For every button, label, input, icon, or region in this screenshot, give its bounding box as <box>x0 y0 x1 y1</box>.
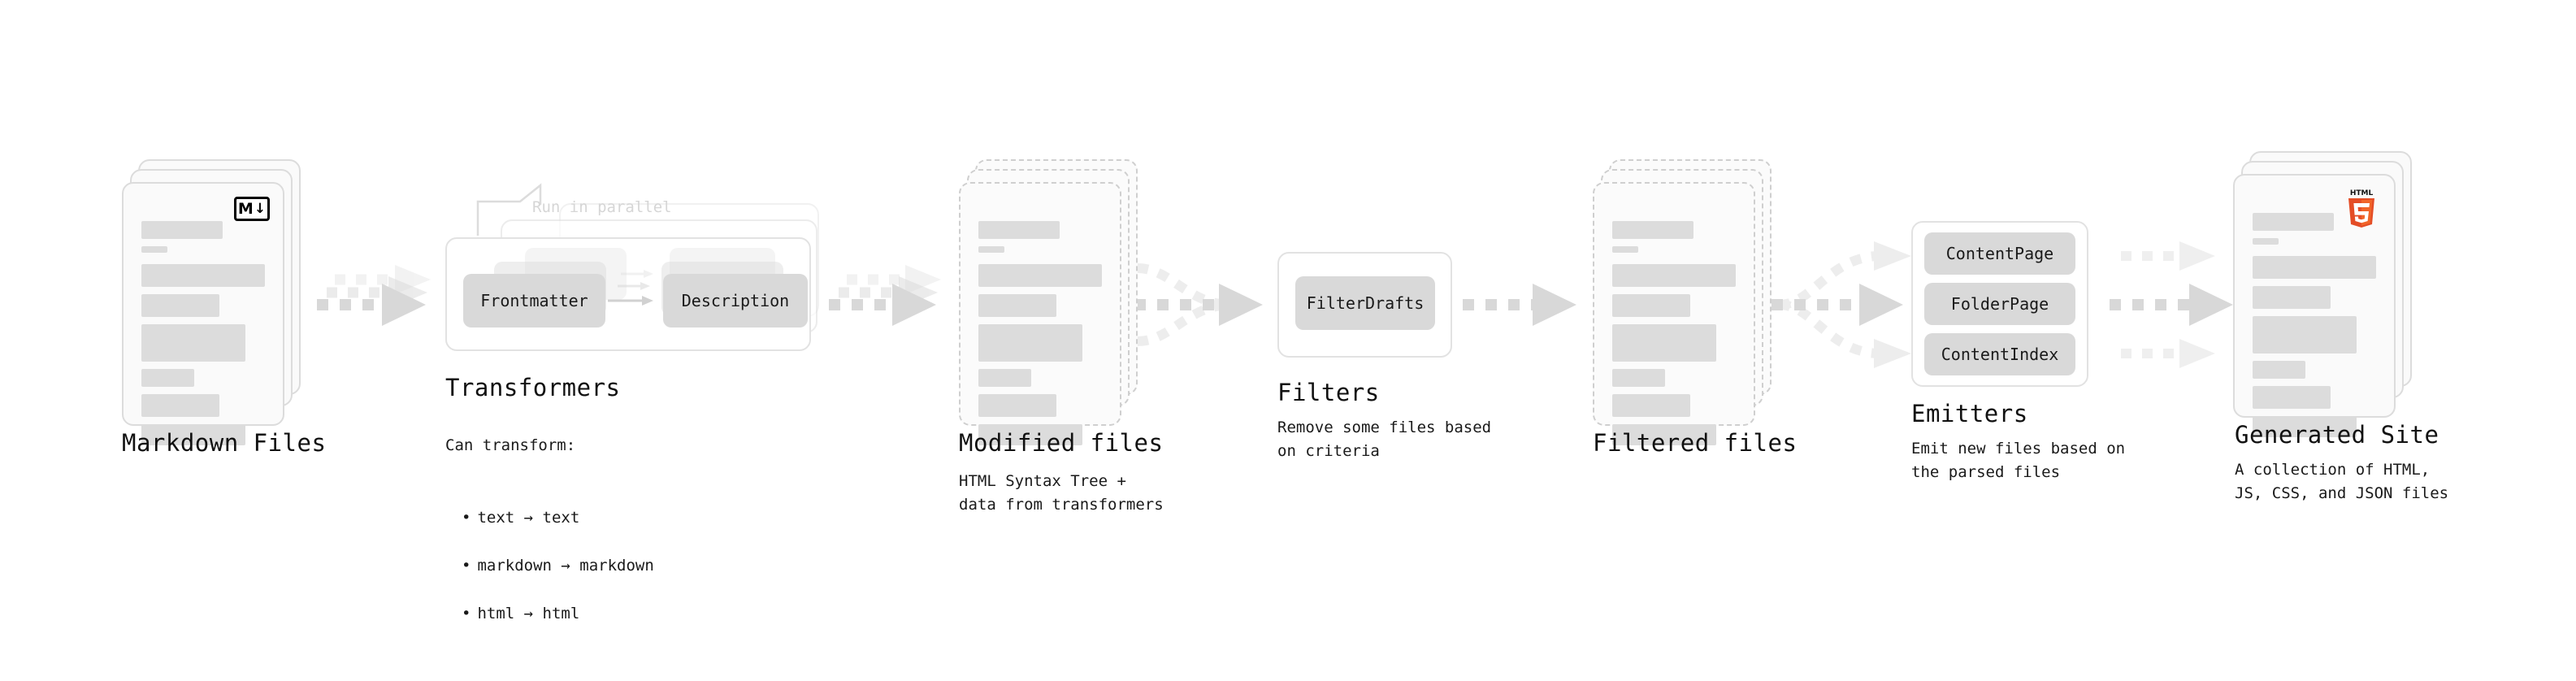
arrow-emitters-to-site <box>2110 241 2233 368</box>
transformers-description: Can transform: text → text markdown → ma… <box>445 410 654 674</box>
document-placeholder-lines <box>2253 213 2376 445</box>
transformers-capability-list: text → text markdown → markdown html → h… <box>445 482 654 649</box>
html5-icon: HTML <box>2344 187 2379 232</box>
emitter-chip-contentindex-label: ContentIndex <box>1941 345 2059 364</box>
stage-filtered-files <box>1593 159 1772 445</box>
svg-text:HTML: HTML <box>2350 189 2374 197</box>
placeholder-bar <box>978 264 1102 287</box>
stage-transformers: Frontmatter Description <box>445 203 835 366</box>
stage-markdown-files: M↓ M↓ M↓ <box>122 159 301 445</box>
markdown-icon: M↓ <box>234 197 270 221</box>
stage-emitters: ContentPage FolderPage ContentIndex <box>1911 221 2106 392</box>
arrow-filtered-to-emitters <box>1772 241 1911 368</box>
placeholder-bar <box>141 369 195 387</box>
stage-generated-site: CSS HTML <box>2233 151 2412 437</box>
filters-description: Remove some files based on criteria <box>1277 419 1492 461</box>
placeholder-bar <box>141 294 219 317</box>
placeholder-bar <box>1612 221 1694 239</box>
transformers-capability-item: text → text <box>462 506 654 530</box>
placeholder-bar <box>1612 246 1638 253</box>
placeholder-bar <box>141 424 245 445</box>
emitter-chip-folderpage-label: FolderPage <box>1950 294 2049 314</box>
modified-file-stack <box>959 159 1138 445</box>
document-placeholder-lines <box>141 221 265 453</box>
placeholder-bar <box>141 221 223 239</box>
arrow-markdown-to-transformers <box>317 265 431 326</box>
placeholder-bar <box>2253 361 2306 379</box>
filter-chip-filterdrafts[interactable]: FilterDrafts <box>1295 276 1435 330</box>
modified-files-description: HTML Syntax Tree + data from transformer… <box>959 472 1164 514</box>
placeholder-bar <box>2253 286 2331 309</box>
placeholder-bar <box>141 394 219 417</box>
transformer-inner-arrows <box>608 270 653 306</box>
markdown-file-stack: M↓ M↓ M↓ <box>122 159 301 445</box>
arrow-modified-to-filters <box>1134 263 1263 346</box>
transformers-capability-item: html → html <box>462 602 654 626</box>
placeholder-bar <box>2253 213 2335 231</box>
placeholder-bar <box>978 424 1082 445</box>
transformer-chip-description[interactable]: Description <box>663 274 808 327</box>
emitter-chip-contentindex[interactable]: ContentIndex <box>1924 333 2075 375</box>
emitters-description: Emit new files based on the parsed files <box>1911 440 2126 482</box>
placeholder-bar <box>978 394 1056 417</box>
arrow-transformers-to-modified <box>829 265 941 326</box>
stage-title-filtered-files: Filtered files <box>1593 429 1798 457</box>
placeholder-bar <box>1612 369 1666 387</box>
stage-modified-files <box>959 159 1138 445</box>
placeholder-bar <box>1612 264 1736 287</box>
placeholder-bar <box>1612 394 1690 417</box>
generated-site-description: A collection of HTML, JS, CSS, and JSON … <box>2235 461 2449 503</box>
placeholder-bar <box>141 246 167 253</box>
emitter-chip-contentpage[interactable]: ContentPage <box>1924 232 2075 275</box>
filter-chip-filterdrafts-label: FilterDrafts <box>1306 293 1425 313</box>
modified-card-front <box>959 182 1121 445</box>
placeholder-bar <box>1612 424 1716 445</box>
placeholder-bar <box>1612 294 1690 317</box>
markdown-icon-letter: M <box>237 199 254 218</box>
transformers-description-heading: Can transform: <box>445 436 576 455</box>
placeholder-bar <box>2253 416 2357 437</box>
arrow-filters-to-filtered <box>1463 284 1576 326</box>
document-placeholder-lines <box>1612 221 1736 453</box>
placeholder-bar <box>141 264 265 287</box>
placeholder-bar <box>978 369 1032 387</box>
transformer-chip-frontmatter-label: Frontmatter <box>480 291 588 310</box>
placeholder-bar <box>2253 256 2376 279</box>
filtered-card-front <box>1593 182 1755 445</box>
transformer-chip-description-label: Description <box>681 291 790 310</box>
stage-title-emitters: Emitters <box>1911 400 2028 427</box>
run-in-parallel-annotation: Run in parallel <box>532 198 672 216</box>
stage-title-transformers: Transformers <box>445 374 621 401</box>
markdown-icon-arrow: ↓ <box>254 200 267 217</box>
placeholder-bar <box>2253 386 2331 409</box>
placeholder-bar <box>2253 238 2279 245</box>
transformers-capability-item: markdown → markdown <box>462 554 653 578</box>
stage-title-generated-site: Generated Site <box>2235 421 2439 449</box>
document-placeholder-lines <box>978 221 1102 453</box>
filtered-file-stack <box>1593 159 1772 445</box>
placeholder-bar <box>978 324 1082 362</box>
stage-title-markdown-files: Markdown Files <box>122 429 327 457</box>
placeholder-bar <box>2253 316 2357 354</box>
generated-card-front-html: HTML <box>2233 174 2396 437</box>
placeholder-bar <box>978 246 1004 253</box>
placeholder-bar <box>1612 324 1716 362</box>
emitter-chip-folderpage[interactable]: FolderPage <box>1924 283 2075 325</box>
placeholder-bar <box>141 324 245 362</box>
stage-title-filters: Filters <box>1277 379 1380 406</box>
placeholder-bar <box>978 294 1056 317</box>
transformer-chip-frontmatter[interactable]: Frontmatter <box>463 274 605 327</box>
generated-site-stack: CSS HTML <box>2233 151 2412 437</box>
placeholder-bar <box>978 221 1060 239</box>
stage-filters: FilterDrafts <box>1277 252 1456 358</box>
emitter-chip-contentpage-label: ContentPage <box>1945 244 2054 263</box>
stage-title-modified-files: Modified files <box>959 429 1164 457</box>
markdown-card-front: M↓ <box>122 182 284 445</box>
